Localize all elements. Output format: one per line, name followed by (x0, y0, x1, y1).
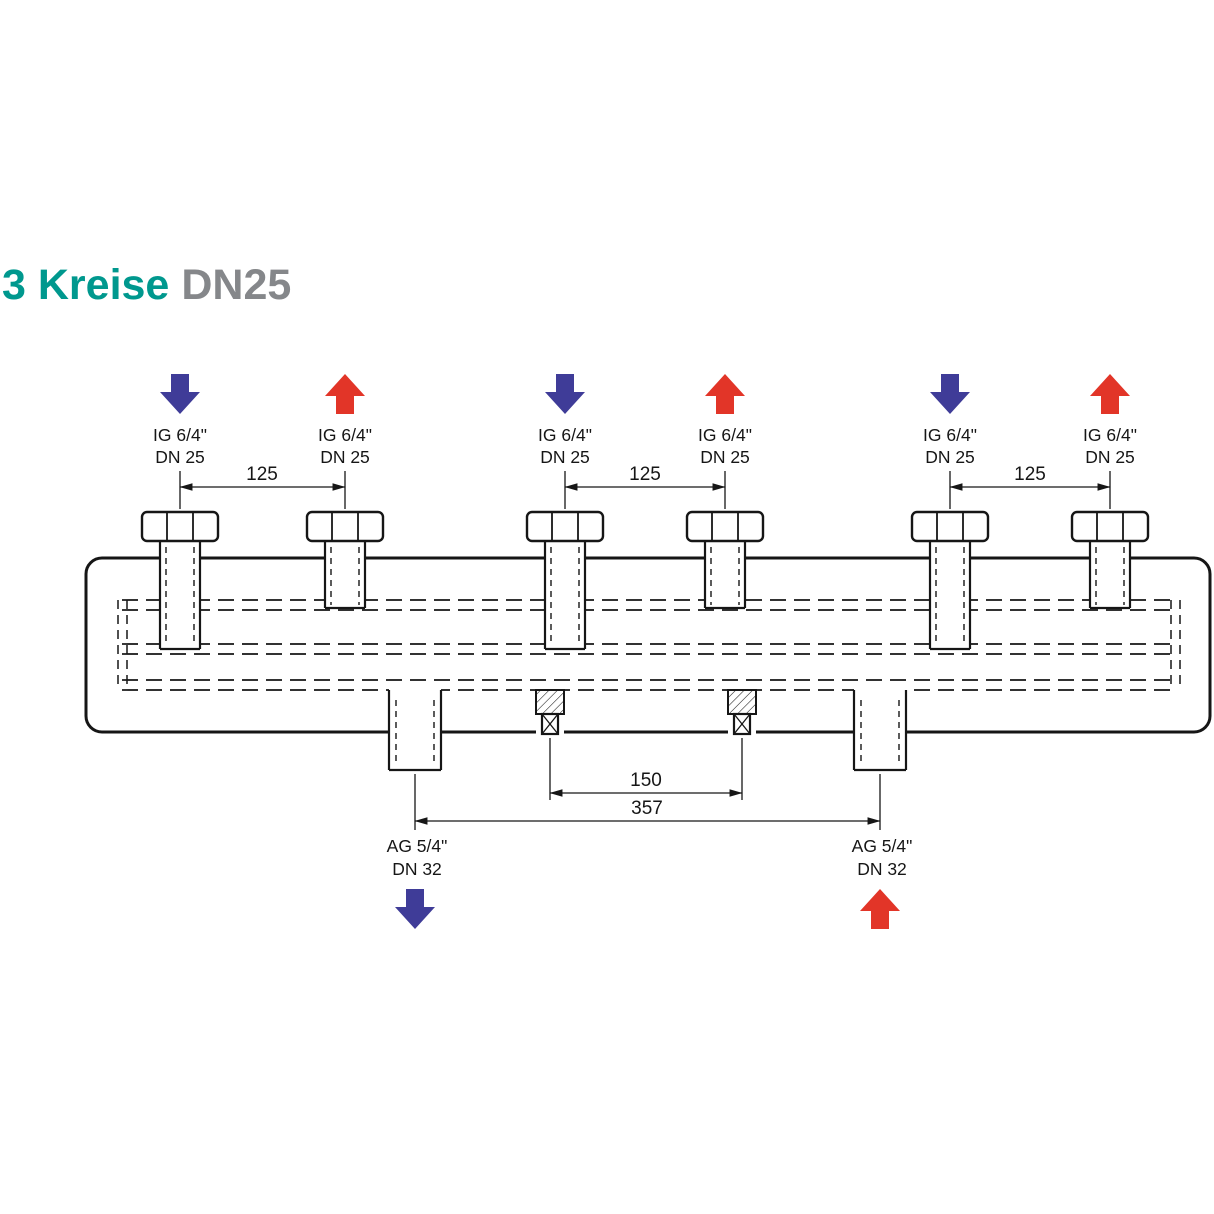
hex-nut-4 (685, 510, 765, 543)
top-flow-arrows (160, 374, 1130, 414)
port-label-dn-1: DN 25 (155, 447, 205, 467)
port-label-size-5: IG 6/4" (923, 425, 977, 445)
dimension-125-1-value: 125 (246, 464, 278, 485)
return-up-arrow-3 (1090, 374, 1130, 414)
dimension-125-2-value: 125 (629, 464, 661, 485)
bottom-port-right (852, 684, 908, 772)
supply-down-arrow-2 (545, 374, 585, 414)
top-port-3 (525, 510, 605, 651)
supply-down-arrow-3 (930, 374, 970, 414)
dimension-150: 150 (549, 738, 743, 800)
top-port-labels: IG 6/4" DN 25 IG 6/4" DN 25 IG 6/4" DN 2… (153, 425, 1137, 467)
dimension-125-3-value: 125 (1014, 464, 1046, 485)
top-port-2 (305, 510, 385, 610)
top-port-4 (685, 510, 765, 610)
hex-nut-6 (1070, 510, 1150, 543)
bottom-left-label-dn: DN 32 (392, 859, 442, 879)
top-port-5 (910, 510, 990, 651)
supply-down-arrow-1 (160, 374, 200, 414)
dimension-125-1: 125 (179, 464, 346, 509)
hex-nut-3 (525, 510, 605, 543)
page-title-name: 3 Kreise (2, 261, 169, 309)
bottom-right-label-dn: DN 32 (857, 859, 907, 879)
hex-nut-2 (305, 510, 385, 543)
port-label-size-3: IG 6/4" (538, 425, 592, 445)
return-up-arrow-2 (705, 374, 745, 414)
hex-nut-1 (140, 510, 220, 543)
port-label-dn-6: DN 25 (1085, 447, 1135, 467)
bottom-flow-arrows (395, 889, 900, 929)
page-title-variant: DN25 (181, 261, 291, 309)
manifold-body (84, 556, 1212, 734)
dimension-357: 357 (414, 774, 881, 830)
dimension-357-value: 357 (631, 798, 663, 819)
port-label-size-2: IG 6/4" (318, 425, 372, 445)
hex-nut-5 (910, 510, 990, 543)
port-label-size-6: IG 6/4" (1083, 425, 1137, 445)
insulation-shell (84, 556, 1212, 734)
bottom-port-labels: AG 5/4" DN 32 AG 5/4" DN 32 (387, 836, 913, 879)
bottom-left-label-size: AG 5/4" (387, 836, 448, 856)
port-label-dn-5: DN 25 (925, 447, 975, 467)
bottom-right-label-size: AG 5/4" (852, 836, 913, 856)
dimension-150-value: 150 (630, 770, 662, 791)
port-label-dn-2: DN 25 (320, 447, 370, 467)
return-up-arrow-1 (325, 374, 365, 414)
top-port-6 (1070, 510, 1150, 610)
supply-down-arrow-main (395, 889, 435, 929)
port-label-dn-4: DN 25 (700, 447, 750, 467)
dimension-125-3: 125 (949, 464, 1111, 509)
bottom-port-left (387, 684, 443, 772)
drain-stub-right (727, 686, 757, 736)
return-up-arrow-main (860, 889, 900, 929)
port-label-dn-3: DN 25 (540, 447, 590, 467)
dimension-125-2: 125 (564, 464, 726, 509)
port-label-size-1: IG 6/4" (153, 425, 207, 445)
port-label-size-4: IG 6/4" (698, 425, 752, 445)
drain-stub-left (535, 686, 565, 736)
top-port-1 (140, 510, 220, 651)
